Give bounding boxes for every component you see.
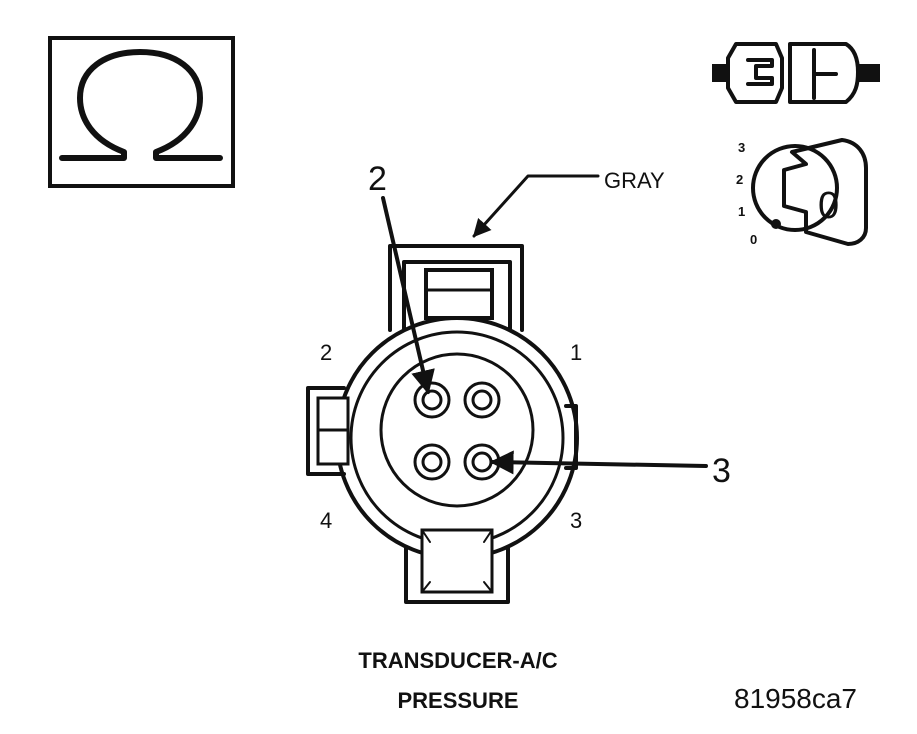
ignition-key-icon: 3 2 1 0 0: [736, 138, 868, 247]
callout-2-label: 2: [368, 160, 387, 198]
disconnect-connector-icon: [712, 42, 880, 104]
title-line-2: PRESSURE: [397, 688, 518, 713]
callout-3-label: 3: [712, 452, 731, 490]
cavity-label-1: 1: [570, 340, 582, 365]
title-line-1: TRANSDUCER-A/C: [358, 648, 557, 673]
gray-wire-callout: GRAY: [472, 168, 665, 238]
callout-2: 2: [368, 160, 435, 395]
figure-id: 81958ca7: [734, 683, 857, 714]
callout-3: 3: [489, 450, 731, 490]
cavity-label-3: 3: [570, 508, 582, 533]
ignition-pos-2: 2: [736, 172, 743, 187]
cavity-label-2: 2: [320, 340, 332, 365]
connector-body: [306, 244, 579, 604]
terminal-cavity-4: [413, 443, 451, 481]
ignition-pos-0: 0: [750, 232, 757, 247]
ohm-icon: [48, 36, 235, 188]
cavity-label-4: 4: [320, 508, 332, 533]
terminal-cavity-2: [413, 381, 451, 419]
terminal-cavity-1: [463, 381, 501, 419]
ignition-pos-3: 3: [738, 140, 745, 155]
ignition-pos-1: 1: [738, 204, 745, 219]
wire-color-label: GRAY: [604, 168, 665, 193]
ignition-key-mark: 0: [818, 185, 839, 227]
